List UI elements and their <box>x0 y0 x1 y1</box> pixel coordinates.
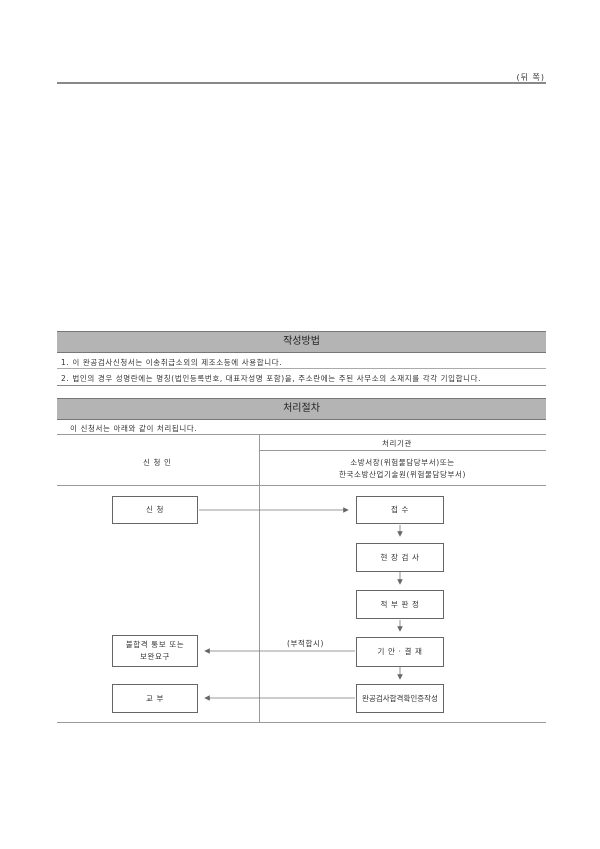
notify-box: 불합격 통보 또는 보완요구 <box>112 635 198 667</box>
applicant-header: 신 청 인 <box>143 458 172 467</box>
agency-header-rule <box>259 450 546 451</box>
writing-method-note-1: 1. 이 완공검사신청서는 이송취급소외의 제조소등에 사용합니다. <box>61 358 283 367</box>
table-header-bottom-rule <box>57 485 546 486</box>
note-divider <box>57 368 546 369</box>
column-divider <box>259 434 260 722</box>
section-1-bottom-rule <box>57 385 546 386</box>
procedure-title: 처리절차 <box>57 398 546 420</box>
judge-box: 적 부 판 정 <box>356 590 444 619</box>
table-bottom-rule <box>57 722 546 723</box>
approve-box: 기 안 · 결 재 <box>356 637 444 667</box>
fail-label: (부적합시) <box>287 639 325 648</box>
table-top-rule <box>57 434 546 435</box>
issue-box: 교 부 <box>112 684 198 713</box>
top-rule <box>57 82 546 84</box>
agency-line-1: 소방서장(위험물담당부서)또는 <box>350 458 455 467</box>
page-side-label: (뒤 쪽) <box>516 73 545 82</box>
agency-line-2: 한국소방산업기술원(위험물담당부서) <box>338 470 467 479</box>
agency-header: 처리기관 <box>382 439 412 448</box>
inspect-box: 현 장 검 사 <box>356 543 444 572</box>
writing-method-note-2: 2. 법인의 경우 성명란에는 명칭(법인등록번호, 대표자성명 포함)을, 주… <box>61 374 482 383</box>
certificate-box: 완공검사합격확인증작성 <box>356 684 444 713</box>
receive-box: 접 수 <box>356 496 444 524</box>
procedure-intro: 이 신청서는 아래와 같이 처리됩니다. <box>70 424 198 433</box>
writing-method-title: 작성방법 <box>57 331 546 353</box>
apply-box: 신 청 <box>112 496 198 524</box>
